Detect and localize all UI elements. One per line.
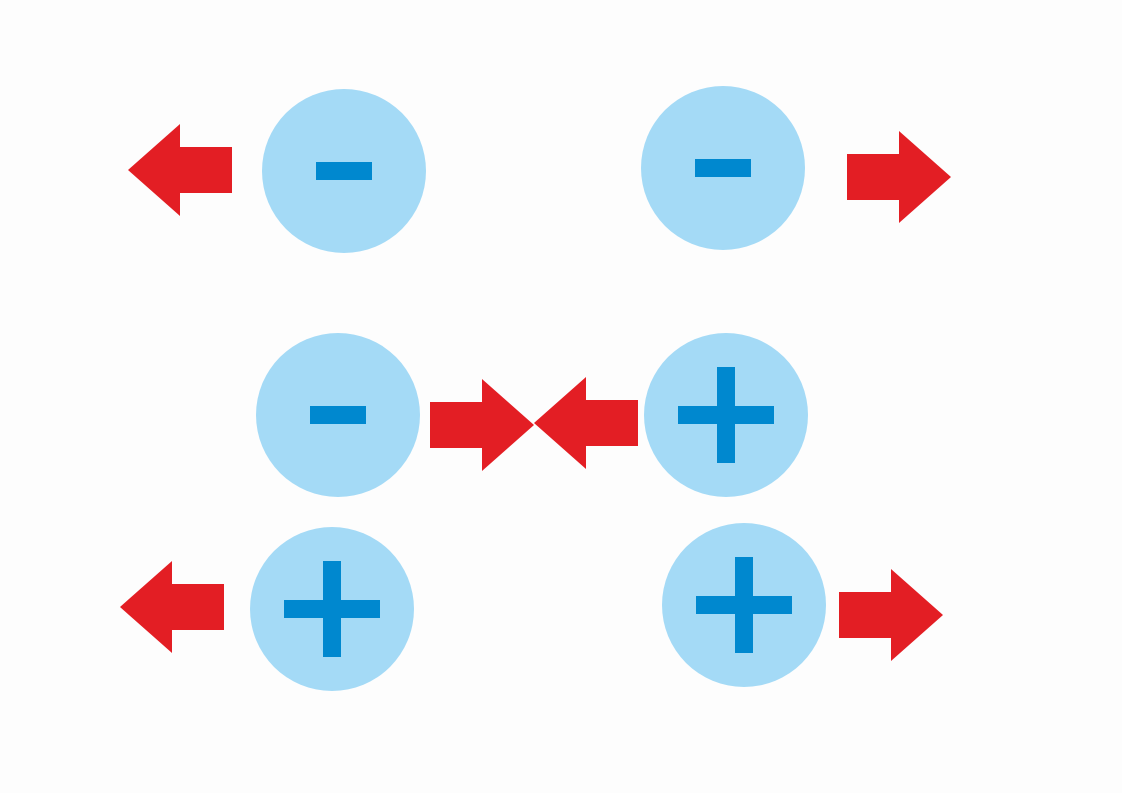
plus-icon	[678, 367, 774, 463]
force-arrow-left-icon	[534, 377, 638, 469]
minus-icon	[310, 406, 366, 424]
force-arrow-right-icon	[839, 569, 943, 661]
plus-icon	[696, 557, 792, 653]
negative-charge	[641, 86, 805, 250]
force-arrow-left-icon	[128, 124, 232, 216]
positive-charge	[250, 527, 414, 691]
force-arrow-left-icon	[120, 561, 224, 653]
positive-charge	[644, 333, 808, 497]
negative-charge	[256, 333, 420, 497]
positive-charge	[662, 523, 826, 687]
plus-vertical-bar	[323, 561, 341, 657]
force-arrow-right-icon	[430, 379, 534, 471]
force-arrow-right-icon	[847, 131, 951, 223]
interaction-row-2-attraction	[256, 333, 808, 497]
plus-vertical-bar	[735, 557, 753, 653]
minus-icon	[695, 159, 751, 177]
interaction-row-3-repulsion	[120, 523, 943, 691]
minus-icon	[316, 162, 372, 180]
plus-icon	[284, 561, 380, 657]
interaction-row-1-repulsion	[128, 86, 951, 253]
negative-charge	[262, 89, 426, 253]
plus-vertical-bar	[717, 367, 735, 463]
